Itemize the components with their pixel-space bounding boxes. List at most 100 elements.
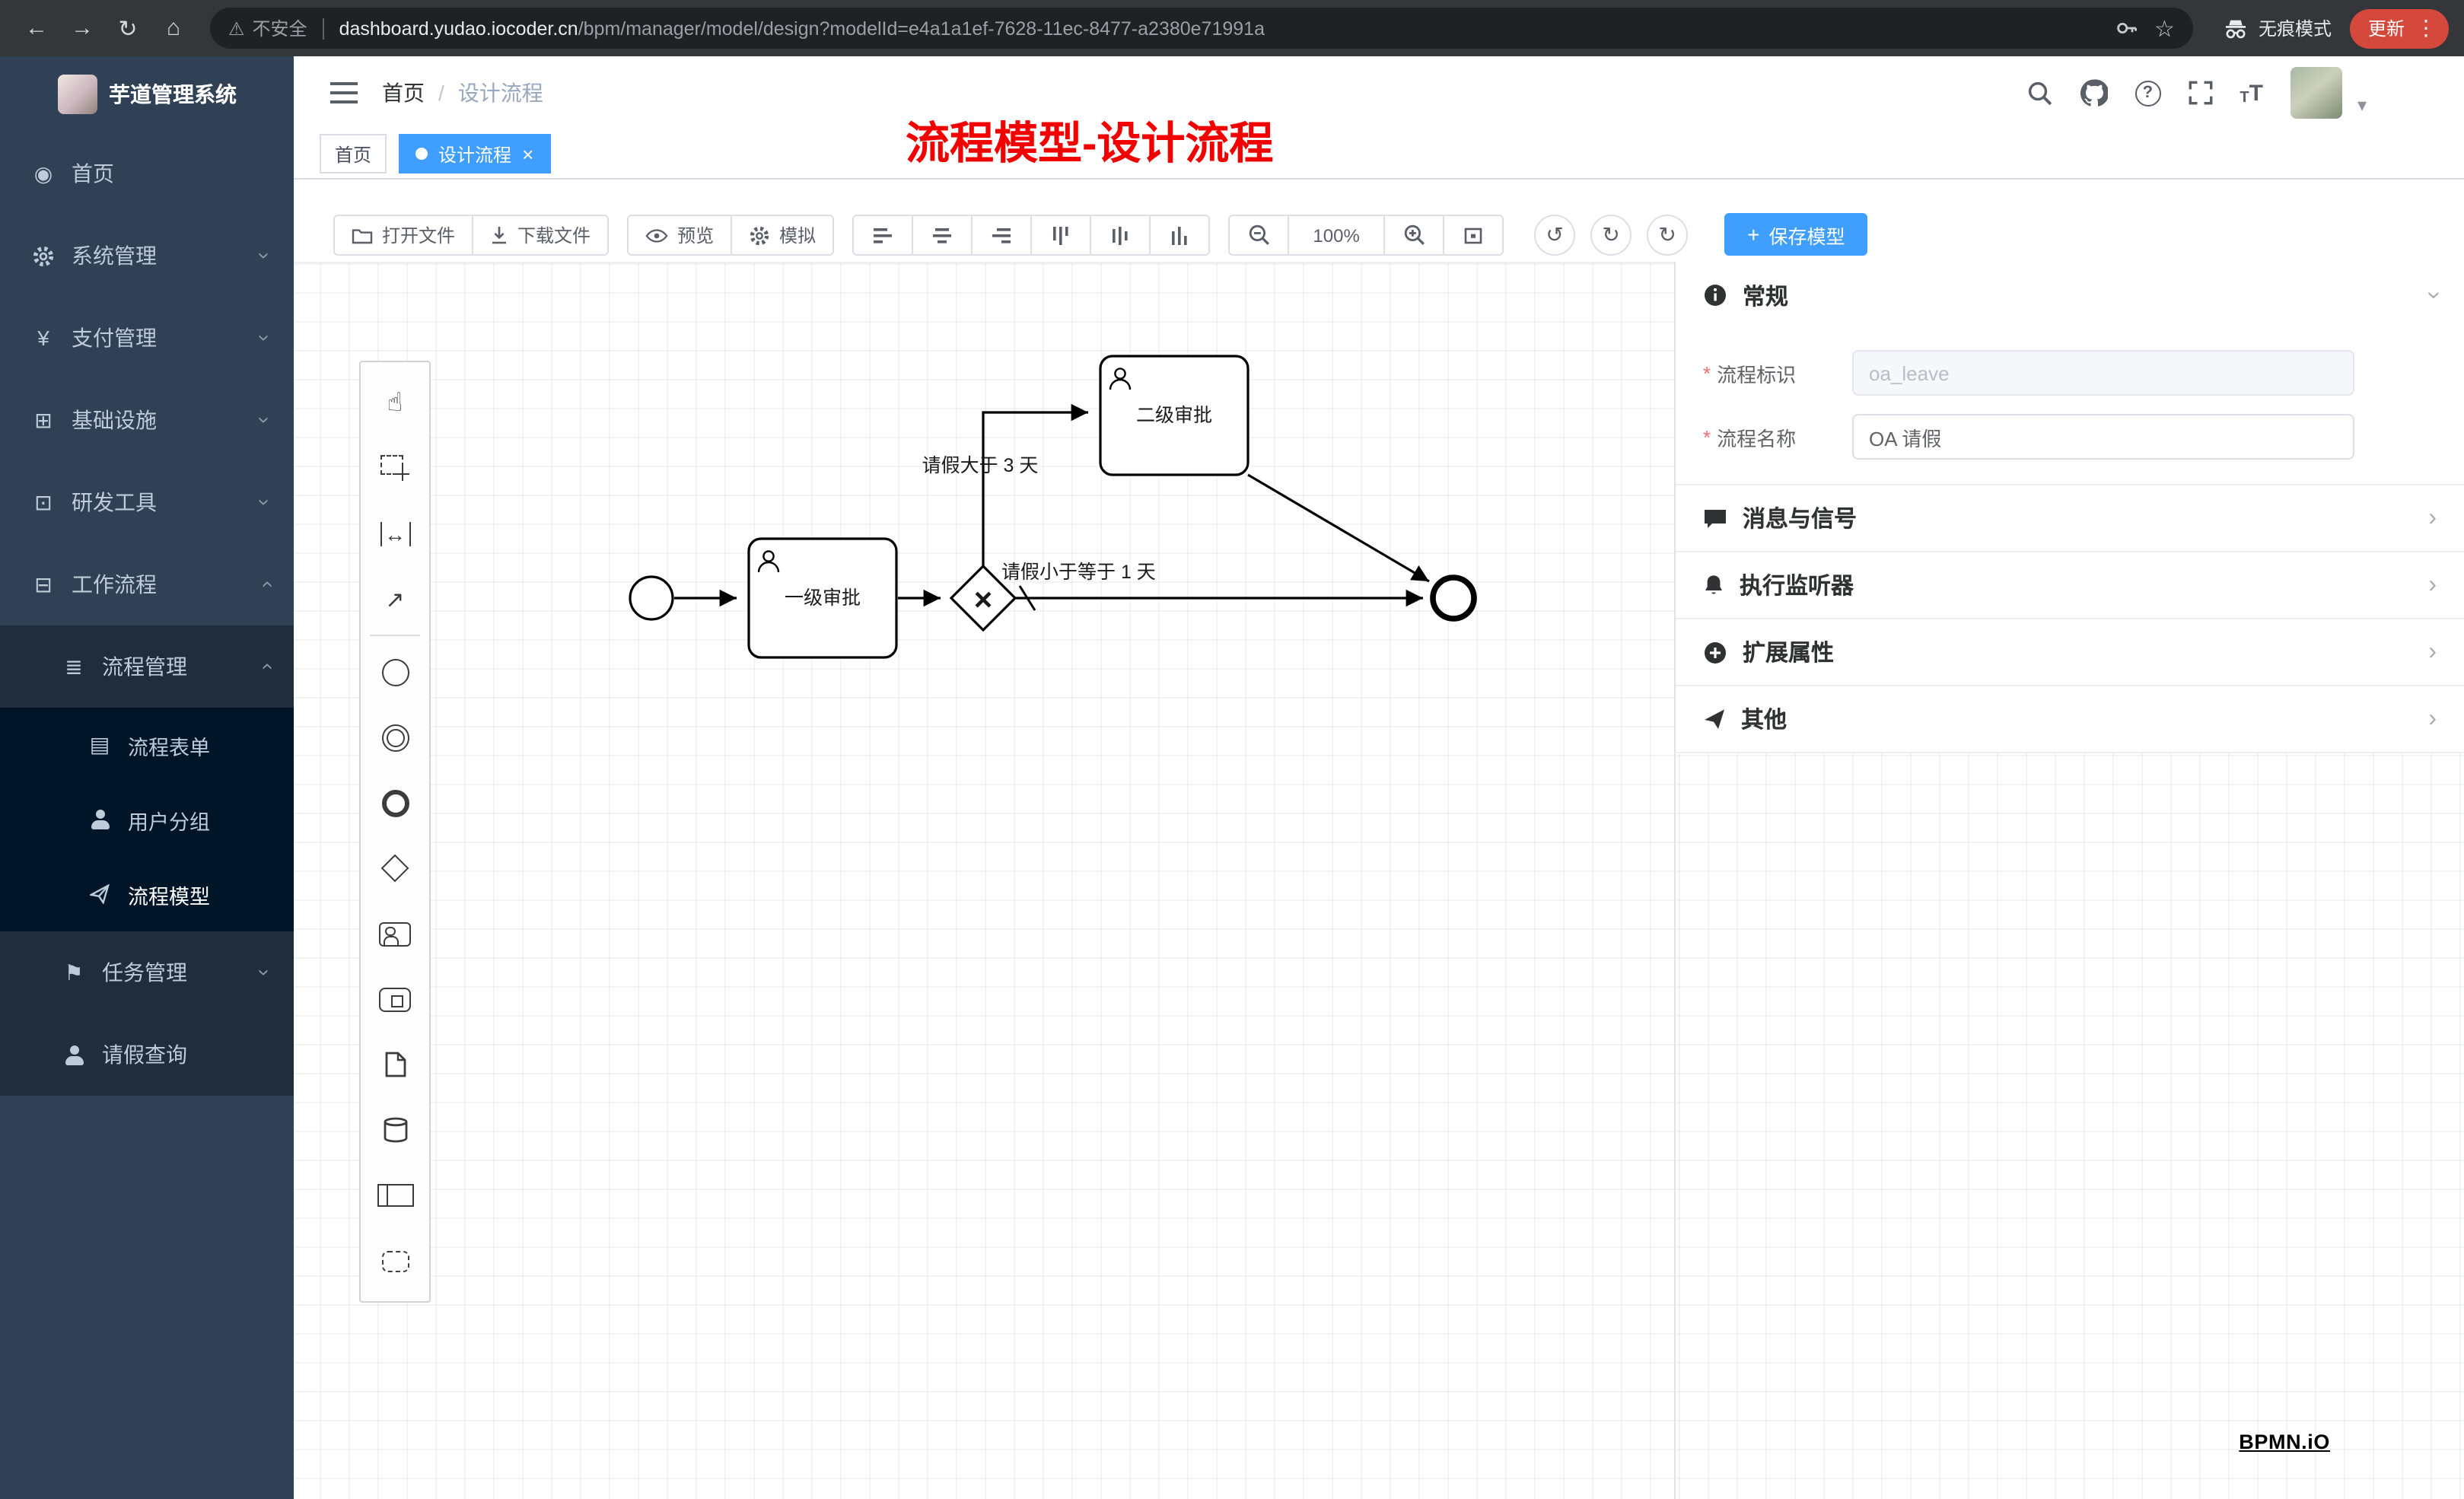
update-button[interactable]: 更新 ⋮ bbox=[2349, 8, 2449, 48]
browser-menu-icon[interactable]: ⋮ bbox=[2415, 15, 2437, 40]
sidebar-item-home[interactable]: ◉ 首页 bbox=[0, 132, 294, 215]
fullscreen-icon[interactable] bbox=[2188, 81, 2212, 105]
create-start-event[interactable] bbox=[361, 639, 429, 705]
create-data-store[interactable] bbox=[361, 1097, 429, 1163]
save-model-button[interactable]: + 保存模型 bbox=[1724, 213, 1868, 256]
props-section-title: 消息与信号 bbox=[1743, 507, 1858, 533]
open-file-button[interactable]: 打开文件 bbox=[333, 215, 474, 256]
sidebar-item-process-model[interactable]: 流程模型 bbox=[0, 857, 294, 931]
create-participant[interactable] bbox=[361, 1163, 429, 1228]
back-button[interactable]: ← bbox=[15, 7, 58, 49]
sidebar-item-process-mgmt[interactable]: ≣ 流程管理 › bbox=[0, 625, 294, 708]
create-user-task[interactable] bbox=[361, 901, 429, 966]
yen-icon: ¥ bbox=[37, 326, 49, 350]
space-tool[interactable]: ↔ bbox=[361, 501, 429, 566]
lasso-tool[interactable] bbox=[361, 435, 429, 501]
zoom-reset-button[interactable] bbox=[1443, 215, 1504, 256]
preview-button[interactable]: 预览 bbox=[627, 215, 733, 256]
end-event-icon bbox=[381, 789, 409, 816]
sidebar-item-workflow[interactable]: ⊟ 工作流程 › bbox=[0, 543, 294, 625]
create-data-object[interactable] bbox=[361, 1032, 429, 1097]
sidebar-item-system[interactable]: 系统管理 › bbox=[0, 215, 294, 297]
align-bottom-icon bbox=[1172, 226, 1187, 244]
home-icon: ⌂ bbox=[166, 15, 181, 41]
security-chip[interactable]: ⚠ 不安全 bbox=[228, 15, 307, 41]
create-subprocess[interactable] bbox=[361, 966, 429, 1032]
general-fields: * 流程标识 * 流程名称 bbox=[1676, 329, 2464, 484]
bookmark-star-icon[interactable]: ☆ bbox=[2154, 16, 2175, 42]
preview-label: 预览 bbox=[677, 225, 715, 247]
bpmn-io-watermark[interactable]: BPMN.iO bbox=[2239, 1431, 2330, 1453]
bpmn-diagram[interactable]: 一级审批 × 二级审批 请假大于 3 天 请假小于等于 1 天 bbox=[294, 263, 2464, 1499]
align-top-button[interactable] bbox=[1030, 215, 1092, 256]
sidebar-item-process-form[interactable]: ▤ 流程表单 bbox=[0, 708, 294, 782]
tab-home[interactable]: 首页 bbox=[320, 134, 387, 173]
create-gateway[interactable] bbox=[361, 835, 429, 901]
open-file-label: 打开文件 bbox=[382, 225, 456, 247]
sidebar-item-devtools[interactable]: ⊡ 研发工具 › bbox=[0, 461, 294, 543]
start-event-icon bbox=[381, 658, 409, 686]
start-event[interactable] bbox=[629, 575, 674, 621]
flow-task2-to-end[interactable] bbox=[1247, 473, 1430, 583]
task-level1-approval[interactable] bbox=[747, 537, 898, 659]
end-event[interactable] bbox=[1430, 574, 1477, 622]
props-section-listeners[interactable]: 执行监听器 › bbox=[1676, 551, 2464, 618]
sidebar-item-payment[interactable]: ¥ 支付管理 › bbox=[0, 297, 294, 379]
simulate-button[interactable]: 模拟 bbox=[731, 215, 835, 256]
subprocess-icon bbox=[379, 987, 411, 1011]
active-dot-icon bbox=[415, 148, 428, 160]
user-avatar[interactable] bbox=[2290, 67, 2342, 119]
props-section-messages[interactable]: 消息与信号 › bbox=[1676, 484, 2464, 551]
props-section-other[interactable]: 其他 › bbox=[1676, 685, 2464, 752]
breadcrumb-home[interactable]: 首页 bbox=[382, 81, 425, 105]
help-icon[interactable]: ? bbox=[2135, 80, 2161, 106]
tab-design[interactable]: 设计流程 × bbox=[399, 134, 551, 173]
task1-label: 一级审批 bbox=[785, 587, 861, 609]
sidebar: 芋道管理系统 ◉ 首页 系统管理 › ¥ 支付管理 › ⊞ 基础设施 › ⊡ 研… bbox=[0, 56, 294, 1499]
close-icon[interactable]: × bbox=[522, 142, 534, 165]
task-level2-approval[interactable] bbox=[1099, 355, 1250, 476]
chevron-right-icon: › bbox=[2428, 504, 2437, 530]
github-icon[interactable] bbox=[2080, 79, 2108, 107]
exclusive-gateway[interactable] bbox=[949, 564, 1017, 632]
participant-icon bbox=[377, 1184, 413, 1207]
undo-button[interactable]: ↺ bbox=[1534, 215, 1576, 256]
sidebar-item-task-mgmt[interactable]: ⚑ 任务管理 › bbox=[0, 931, 294, 1014]
align-left-button[interactable] bbox=[852, 215, 914, 256]
home-button[interactable]: ⌂ bbox=[152, 7, 195, 49]
search-icon[interactable] bbox=[2026, 80, 2052, 106]
align-button-group bbox=[852, 215, 1211, 256]
reload-button[interactable]: ↻ bbox=[107, 7, 149, 49]
align-bottom-button[interactable] bbox=[1149, 215, 1211, 256]
sidebar-item-leave-query[interactable]: 请假查询 bbox=[0, 1014, 294, 1096]
sidebar-item-infra[interactable]: ⊞ 基础设施 › bbox=[0, 379, 294, 461]
redo-button[interactable]: ↻ bbox=[1590, 215, 1632, 256]
create-end-event[interactable] bbox=[361, 770, 429, 835]
sidebar-toggle-icon[interactable] bbox=[330, 82, 358, 103]
flow-label-gt3: 请假大于 3 天 bbox=[922, 455, 1039, 476]
sidebar-item-user-group[interactable]: 用户分组 bbox=[0, 782, 294, 857]
align-center-button[interactable] bbox=[912, 215, 973, 256]
align-middle-button[interactable] bbox=[1090, 215, 1151, 256]
restart-button[interactable]: ↻ bbox=[1647, 215, 1689, 256]
download-icon bbox=[492, 227, 507, 244]
props-section-general[interactable]: 常规 › bbox=[1676, 262, 2464, 329]
flow-gateway-to-task2[interactable] bbox=[982, 403, 1088, 566]
align-right-button[interactable] bbox=[971, 215, 1033, 256]
hand-tool[interactable]: ☝ bbox=[361, 370, 429, 435]
address-bar[interactable]: ⚠ 不安全 dashboard.yudao.iocoder.cn/bpm/man… bbox=[210, 8, 2193, 49]
props-section-extensions[interactable]: 扩展属性 › bbox=[1676, 618, 2464, 685]
global-connect-tool[interactable]: ↗ bbox=[361, 566, 429, 632]
download-file-button[interactable]: 下载文件 bbox=[472, 215, 610, 256]
key-icon[interactable] bbox=[2115, 17, 2138, 40]
chevron-down-icon[interactable]: › bbox=[2420, 291, 2446, 300]
avatar-caret-icon[interactable]: ▾ bbox=[2357, 94, 2367, 116]
process-name-input[interactable] bbox=[1852, 414, 2354, 460]
create-intermediate-event[interactable] bbox=[361, 705, 429, 770]
create-group[interactable] bbox=[361, 1228, 429, 1294]
zoom-in-button[interactable] bbox=[1383, 215, 1445, 256]
zoom-out-button[interactable] bbox=[1228, 215, 1290, 256]
forward-button[interactable]: → bbox=[61, 7, 103, 49]
